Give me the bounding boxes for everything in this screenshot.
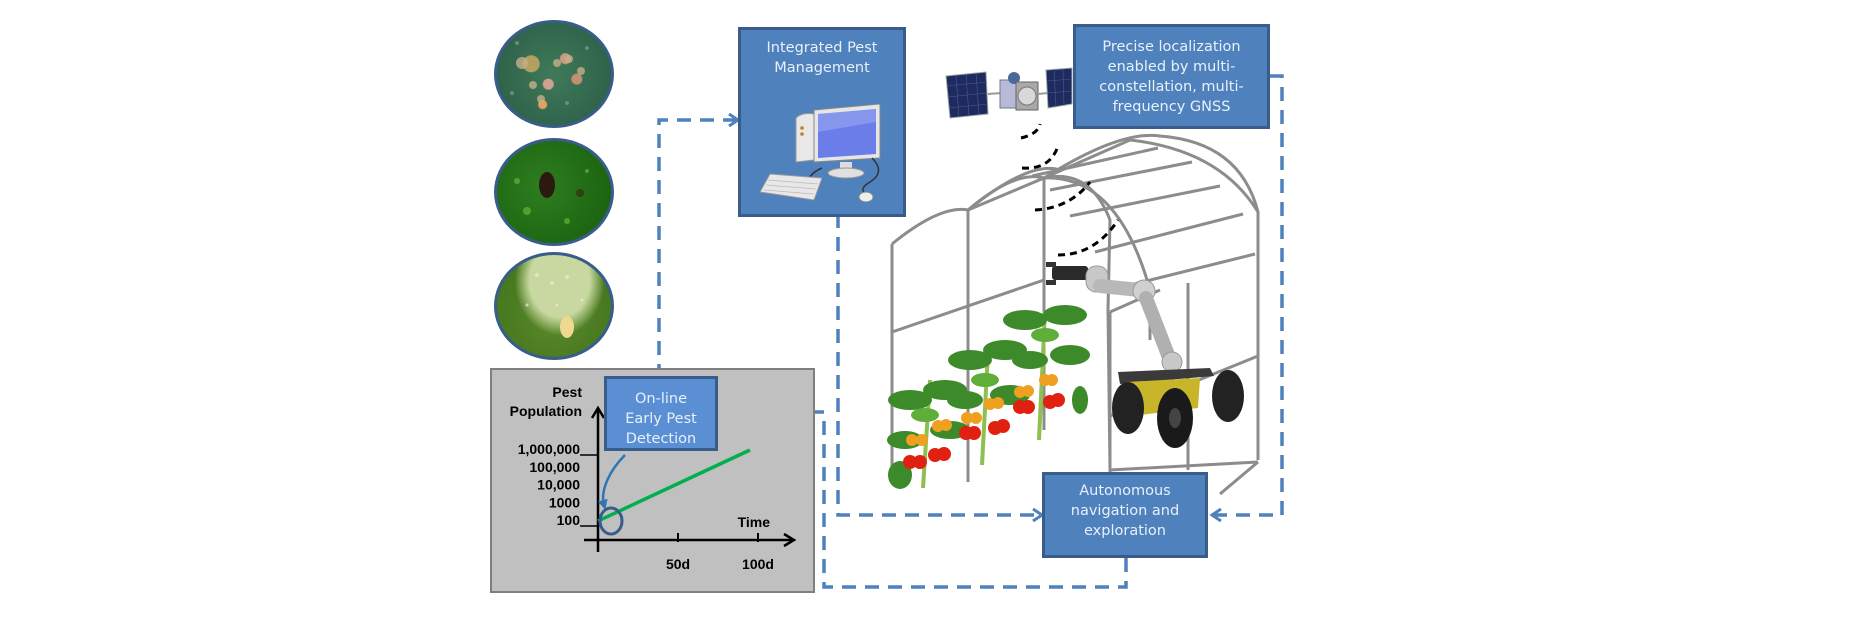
arrow-gnss-to-navigation (1212, 74, 1284, 515)
y-axis-label-line1: Pest (552, 384, 582, 400)
arrow-detection-to-ipm (657, 120, 738, 378)
y-axis-label-line2: Population (510, 403, 582, 419)
pest-sample-1-image (494, 20, 614, 128)
integrated-pest-management-box: Integrated Pest Management (738, 27, 906, 217)
navigation-box-line-3: exploration (1084, 523, 1166, 539)
x-axis-label: Time (738, 514, 771, 530)
pest-sample-3-image (494, 252, 614, 360)
mite-colony-icon (510, 41, 589, 105)
arrow-ipm-to-navigation (836, 214, 1042, 515)
y-tick-label: 1,000,000 (518, 441, 580, 457)
whitefly-egg-icon (525, 273, 584, 338)
pest-growth-line (597, 448, 751, 523)
navigation-box-line-2: navigation and (1070, 503, 1180, 519)
online-early-pest-detection-box: On-line Early Pest Detection (604, 376, 718, 451)
satellite-icon (945, 67, 1073, 119)
ipm-box-line-1: Integrated Pest (766, 40, 878, 56)
gnss-localization-box: Precise localization enabled by multi- c… (1073, 24, 1270, 129)
x-axis-arrow (783, 532, 797, 548)
pest-sample-2-image (494, 138, 614, 246)
x-tick-label: 100d (742, 556, 774, 572)
x-tick-label: 50d (666, 556, 690, 572)
detection-box-line-1: On-line (634, 391, 687, 407)
y-tick-label: 100 (557, 512, 581, 528)
ipm-box-line-2: Management (774, 60, 870, 76)
autonomous-navigation-box: Autonomous navigation and exploration (1042, 472, 1208, 558)
navigation-box-line-1: Autonomous (1079, 483, 1171, 499)
detection-box-line-2: Early Pest (625, 411, 697, 427)
y-tick-label: 100,000 (529, 459, 580, 475)
gnss-box-line-2: enabled by multi- (1107, 59, 1236, 75)
gnss-box-line-1: Precise localization (1102, 39, 1241, 55)
y-axis-arrow (590, 405, 606, 419)
y-tick-label: 10,000 (537, 477, 580, 493)
y-tick-label: 1000 (549, 494, 580, 510)
gnss-box-line-4: frequency GNSS (1112, 99, 1231, 115)
dark-egg-icon (514, 169, 589, 224)
desktop-computer-icon (759, 103, 881, 202)
gnss-box-line-3: constellation, multi- (1099, 79, 1244, 95)
detection-box-line-3: Detection (625, 431, 697, 447)
